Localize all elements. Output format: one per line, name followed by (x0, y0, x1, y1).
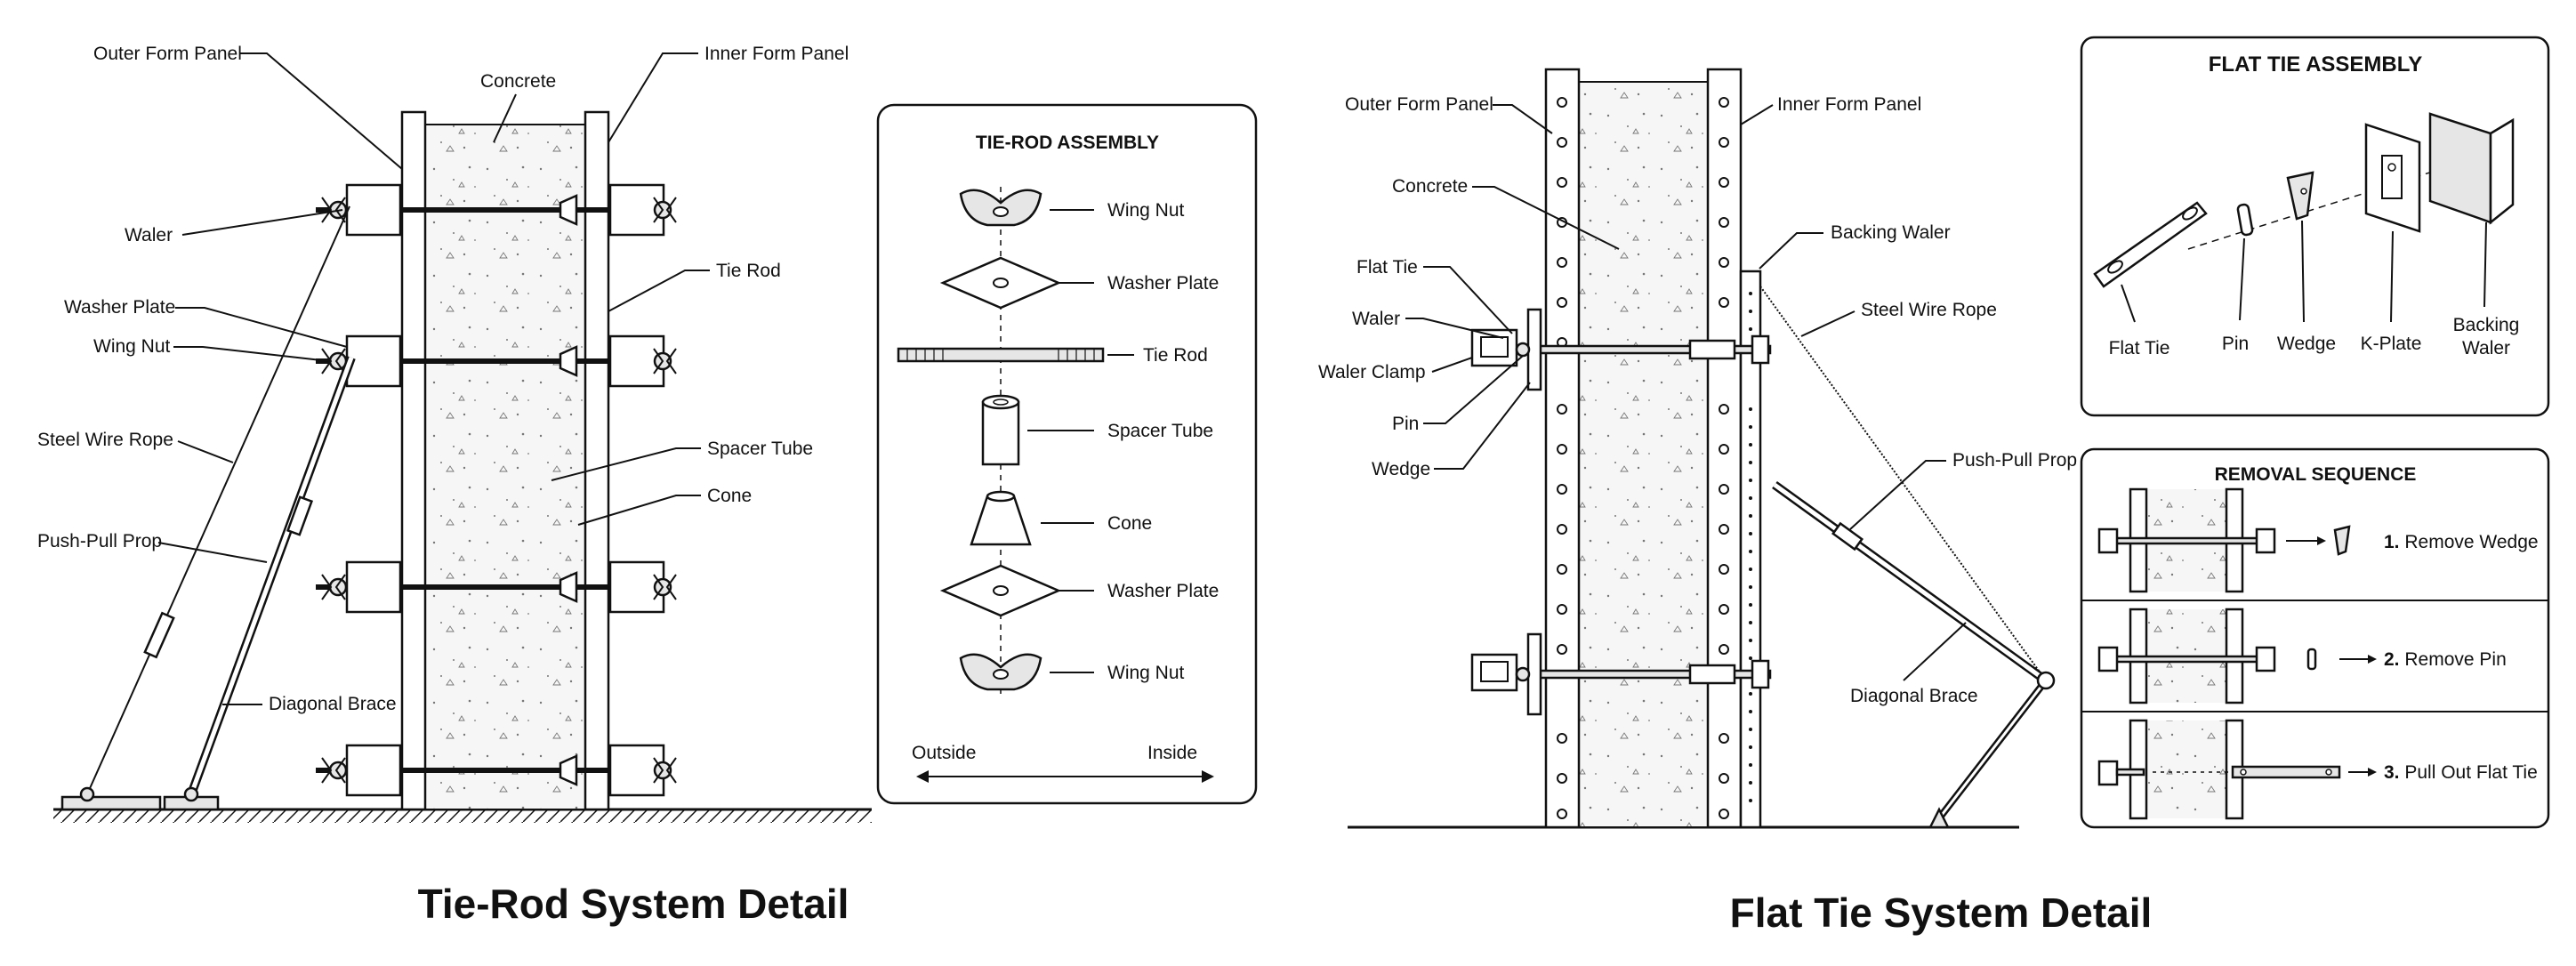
label-tie-rod: Tie Rod (716, 261, 781, 281)
steel-wire-rope-line (86, 205, 350, 795)
label-waler-2: Waler (1352, 309, 1400, 329)
k-plate-part (2364, 123, 2421, 233)
label-flat-tie: Flat Tie (1356, 257, 1418, 278)
part-label-flat-tie: Flat Tie (2109, 338, 2170, 358)
assembly-item-4: Spacer Tube (1107, 421, 1213, 441)
flat-tie-system: Outer Form Panel Inner Form Panel Concre… (1318, 68, 2153, 936)
label-concrete-2: Concrete (1392, 176, 1468, 197)
tie-rod-rows (316, 183, 677, 797)
label-outer-form-panel: Outer Form Panel (93, 44, 242, 64)
removal-step-3-text: Pull Out Flat Tie (2404, 762, 2537, 783)
tie-rod-assembly-title: TIE-ROD ASSEMBLY (976, 133, 1159, 153)
svg-text:1. Remove Wedge: 1. Remove Wedge (2384, 532, 2539, 552)
label-wedge: Wedge (1372, 459, 1430, 479)
label-concrete: Concrete (480, 71, 556, 92)
label-wing-nut: Wing Nut (93, 336, 171, 357)
removal-step-3-num: 3. (2384, 762, 2400, 783)
label-inside: Inside (1147, 743, 1197, 763)
label-washer-plate: Washer Plate (64, 297, 175, 318)
flat-tie-part (2093, 201, 2208, 288)
label-steel-wire-rope: Steel Wire Rope (37, 430, 173, 450)
label-diagonal-brace: Diagonal Brace (269, 694, 397, 714)
part-label-k-plate: K-Plate (2361, 334, 2422, 354)
label-outer-form-panel-2: Outer Form Panel (1345, 94, 1493, 115)
removal-step-2-text: Remove Pin (2404, 649, 2506, 670)
label-waler-clamp: Waler Clamp (1318, 362, 1426, 382)
label-push-pull-prop-2: Push-Pull Prop (1952, 450, 2077, 471)
removal-step-1-num: 1. (2384, 532, 2400, 552)
removal-step-2-num: 2. (2384, 649, 2400, 670)
part-label-pin: Pin (2222, 334, 2249, 354)
label-diagonal-brace-2: Diagonal Brace (1850, 686, 1978, 706)
title-tie-rod-system: Tie-Rod System Detail (418, 881, 849, 927)
label-push-pull-prop: Push-Pull Prop (37, 531, 162, 551)
removal-step-2: 2. Remove Pin (2097, 608, 2507, 704)
pin-part (2236, 203, 2254, 237)
assembly-item-2: Washer Plate (1107, 273, 1219, 294)
part-label-waler: Waler (2462, 338, 2510, 358)
part-label-wedge: Wedge (2277, 334, 2336, 354)
label-inner-form-panel: Inner Form Panel (704, 44, 849, 64)
removal-step-1: 1. Remove Wedge (2097, 487, 2539, 593)
removal-step-3: 3. Pull Out Flat Tie (2097, 719, 2538, 820)
removal-step-1-text: Remove Wedge (2404, 532, 2538, 552)
assembly-item-5: Cone (1107, 513, 1152, 534)
tie-rod-assembly-panel: TIE-ROD ASSEMBLY Wing Nut Washer Plate T… (876, 103, 1258, 805)
svg-text:3. Pull Out Flat Tie: 3. Pull Out Flat Tie (2384, 762, 2538, 783)
tie-rod-system: Outer Form Panel Concrete Inner Form Pan… (37, 44, 872, 927)
part-label-backing: Backing (2453, 315, 2520, 335)
flat-tie-assembly-panel: FLAT TIE ASSEMBLY Flat Tie Pin Wedg (2080, 36, 2550, 417)
assembly-item-3: Tie Rod (1143, 345, 1208, 366)
removal-sequence-panel: REMOVAL SEQUENCE 1. Remove Wedge 2. Remo… (2080, 447, 2550, 829)
label-cone: Cone (707, 486, 752, 506)
label-outside: Outside (912, 743, 976, 763)
label-spacer-tube: Spacer Tube (707, 439, 813, 459)
removal-sequence-title: REMOVAL SEQUENCE (2215, 464, 2417, 485)
flat-tie-assembly-title: FLAT TIE ASSEMBLY (2209, 52, 2422, 76)
wedge-part (2286, 171, 2314, 221)
label-waler: Waler (125, 225, 173, 246)
label-steel-wire-rope-2: Steel Wire Rope (1861, 300, 1997, 320)
backing-waler-part (2428, 112, 2515, 225)
label-pin: Pin (1392, 414, 1419, 434)
assembly-item-6: Washer Plate (1107, 581, 1219, 601)
wing-nut-icon (959, 189, 1042, 227)
panel-holes (1557, 97, 1729, 819)
svg-text:2. Remove Pin: 2. Remove Pin (2384, 649, 2507, 670)
title-flat-tie-system: Flat Tie System Detail (1730, 890, 2153, 936)
label-inner-form-panel-2: Inner Form Panel (1777, 94, 1921, 115)
assembly-item-7: Wing Nut (1107, 663, 1185, 683)
label-backing-waler: Backing Waler (1831, 222, 1951, 243)
assembly-item-1: Wing Nut (1107, 200, 1185, 221)
